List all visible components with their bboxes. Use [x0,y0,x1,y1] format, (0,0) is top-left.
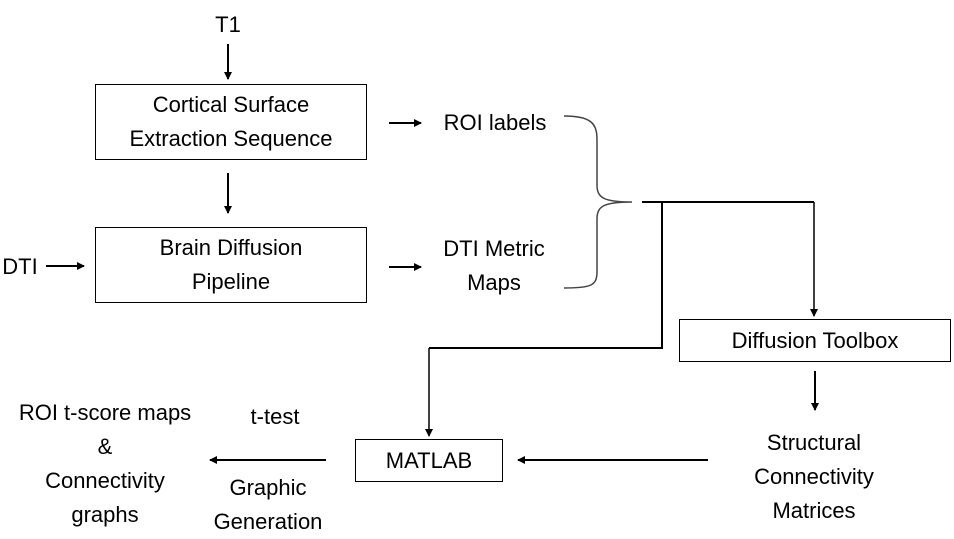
dti-input-label: DTI [2,254,38,279]
results-label: ROI t-score maps & Connectivity graphs [0,396,210,532]
matrices-line-1: Structural [766,430,862,455]
results-line-4: graphs [71,502,139,527]
graphic-generation-label: Graphic Generation [203,471,333,539]
diffusion-box-line-1: Brain Diffusion [159,235,303,260]
matrices-line-2: Connectivity [754,464,874,489]
roi-labels-label: ROI labels [443,110,547,135]
matlab-box: MATLAB [355,439,503,482]
grouping-brace [563,115,633,289]
graphic-line-1: Graphic [229,475,307,500]
cortical-box-line-2: Extraction Sequence [129,126,333,151]
structural-connectivity-matrices-label: Structural Connectivity Matrices [724,426,904,528]
matrices-line-3: Matrices [772,498,856,523]
cortical-box-line-1: Cortical Surface [152,92,310,117]
diffusion-box-line-2: Pipeline [191,269,271,294]
metric-maps-line-1: DTI Metric [443,236,545,261]
diffusion-toolbox-box: Diffusion Toolbox [679,319,951,362]
dti-metric-maps-label: DTI Metric Maps [424,232,564,300]
graphic-line-2: Generation [213,509,323,534]
cortical-surface-extraction-box: Cortical Surface Extraction Sequence [95,84,367,160]
results-line-1: ROI t-score maps [18,400,192,425]
t-test-label: t-test [250,404,300,429]
results-line-3: Connectivity [45,468,165,493]
brain-diffusion-pipeline-box: Brain Diffusion Pipeline [95,227,367,303]
metric-maps-line-2: Maps [467,270,521,295]
t1-input-label: T1 [215,12,241,37]
results-line-2: & [97,434,113,459]
connector-to-matlab [429,202,663,349]
